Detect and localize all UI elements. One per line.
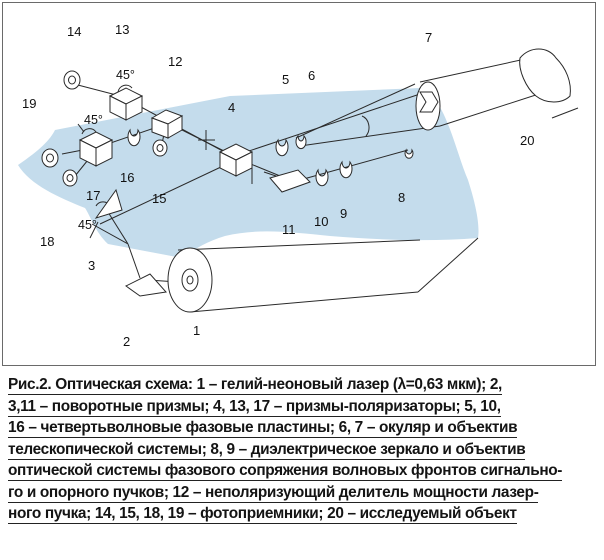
- label-9: 9: [340, 206, 347, 221]
- cone-lower-7-20: [439, 91, 546, 127]
- caption-line: Рис.2. Оптическая схема: 1 – гелий-неоно…: [8, 376, 502, 395]
- label-7: 7: [425, 30, 432, 45]
- caption-line: телескопической системы; 8, 9 – диэлектр…: [8, 440, 526, 460]
- arc-13: [117, 84, 133, 93]
- cone-lower-6-7: [299, 125, 441, 147]
- label-8: 8: [398, 190, 405, 205]
- laser-rail-top: [177, 239, 421, 251]
- label-18: 18: [40, 234, 54, 249]
- arc-17: [81, 128, 97, 135]
- label-10: 10: [314, 214, 328, 229]
- object-20: [519, 48, 571, 103]
- label-1: 1: [193, 323, 200, 338]
- angle-label-3: 45°: [78, 218, 97, 232]
- caption-line: го и опорного пучков; 12 – неполяризующи…: [8, 483, 539, 503]
- arrow-20-motion: [551, 107, 579, 119]
- optical-scheme-diagram: 45° 45° 45° 14 13 12 19 4 5 6 7 16 15 17…: [18, 22, 579, 349]
- angle-label-13: 45°: [116, 68, 135, 82]
- eyepiece-6: [295, 134, 307, 150]
- photodetector-18: [62, 169, 78, 187]
- label-11: 11: [282, 222, 296, 237]
- beam-3-down: [107, 211, 129, 245]
- label-6: 6: [308, 68, 315, 83]
- label-17: 17: [86, 188, 100, 203]
- label-5: 5: [282, 72, 289, 87]
- label-15: 15: [152, 191, 166, 206]
- beam-3-left: [91, 223, 129, 245]
- prism-2: [125, 273, 167, 297]
- laser-1: [167, 247, 213, 313]
- label-19: 19: [22, 96, 36, 111]
- label-13: 13: [115, 22, 129, 37]
- prism-11: [269, 169, 311, 193]
- label-2: 2: [123, 334, 130, 349]
- caption-line: оптической системы фазового сопряжения в…: [8, 462, 563, 481]
- figure-caption: Рис.2. Оптическая схема: 1 – гелий-неоно…: [8, 374, 598, 525]
- caption-line: ного пучка; 14, 15, 18, 19 – фотоприемни…: [8, 505, 517, 524]
- figure-frame: [2, 2, 596, 366]
- optical-table: [18, 88, 479, 258]
- label-16: 16: [120, 170, 134, 185]
- photodetector-14: [63, 70, 81, 90]
- laser-rail-bottom: [189, 291, 419, 313]
- cone-upper-6-7: [295, 83, 416, 139]
- laser-rail-end: [417, 237, 479, 293]
- polarizer-cube-17: [78, 131, 114, 167]
- arrow-17-in: [77, 123, 85, 133]
- arrow-4-h: [263, 171, 277, 177]
- label-4: 4: [228, 100, 235, 115]
- beam-splitter-12: [150, 109, 184, 139]
- caption-line: 3,11 – поворотные призмы; 4, 13, 17 – пр…: [8, 397, 501, 417]
- mirror-8: [404, 148, 414, 159]
- photodetector-19: [41, 148, 59, 168]
- angle-label-17: 45°: [84, 113, 103, 127]
- label-20: 20: [520, 133, 534, 148]
- beam-to-2: [127, 243, 141, 279]
- waveplate-10: [315, 168, 329, 187]
- photodetector-15: [152, 139, 168, 157]
- polarizer-cube-13: [108, 87, 144, 121]
- waveplate-16: [127, 128, 141, 147]
- cone-upper-7-20: [419, 57, 531, 83]
- caption-line: 16 – четвертьволновые фазовые пластины; …: [8, 419, 518, 438]
- waveplate-5: [275, 138, 289, 157]
- lens-9: [339, 160, 353, 179]
- arrow-3: [89, 221, 99, 239]
- prism-3: [94, 188, 123, 219]
- beam-3-4: [99, 157, 241, 225]
- beam-4-telescope: [239, 93, 421, 155]
- label-12: 12: [168, 54, 182, 69]
- telescope-ring: [361, 115, 370, 137]
- label-3: 3: [88, 258, 95, 273]
- label-14: 14: [67, 24, 81, 39]
- polarizer-cube-4: [218, 143, 254, 177]
- objective-7: [415, 81, 441, 131]
- laser-core: [186, 275, 194, 285]
